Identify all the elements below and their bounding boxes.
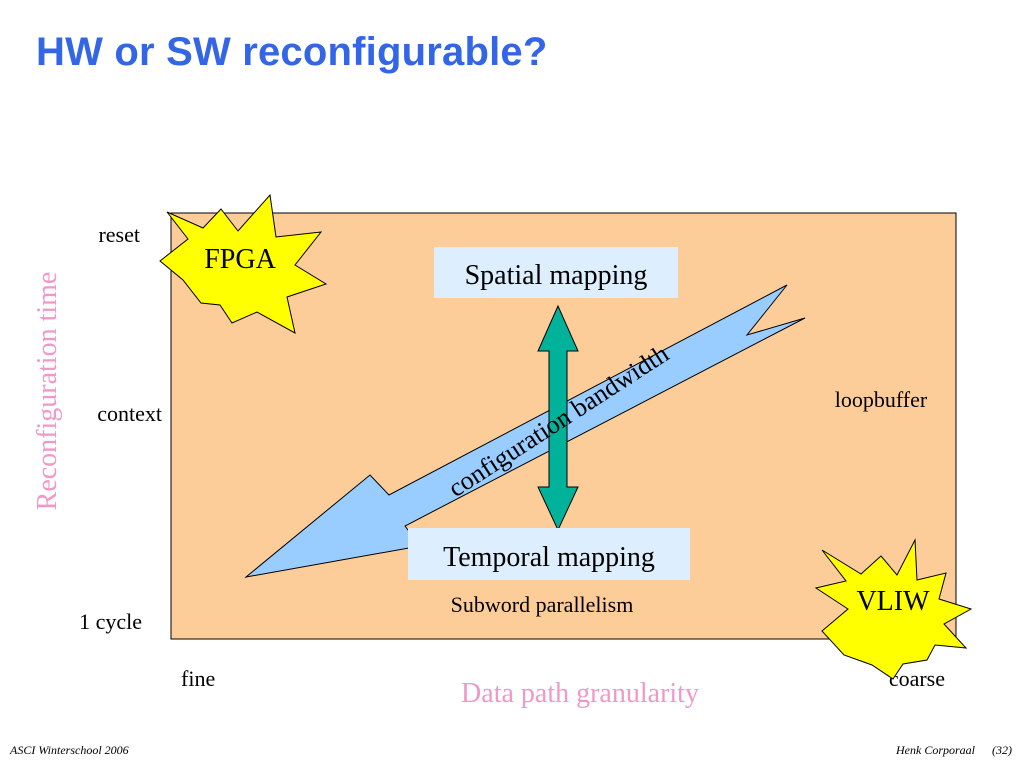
fpga-label: FPGA bbox=[204, 244, 276, 275]
y-tick-1-cycle: 1 cycle bbox=[79, 609, 142, 634]
loopbuffer-label: loopbuffer bbox=[835, 387, 928, 412]
temporal-mapping-box bbox=[408, 528, 690, 580]
subword-parallelism-label: Subword parallelism bbox=[451, 592, 634, 617]
spatial-mapping-box bbox=[434, 247, 678, 298]
temporal-mapping-label: Temporal mapping bbox=[443, 542, 655, 573]
footer-right: Henk Corporaal (32) bbox=[896, 743, 1012, 758]
x-tick-fine: fine bbox=[181, 666, 215, 691]
vliw-star-burst bbox=[814, 538, 973, 680]
x-axis-title: Data path granularity bbox=[461, 678, 699, 709]
fpga-star-burst bbox=[159, 193, 328, 334]
footer-event: ASCI Winterschool 2006 bbox=[10, 743, 129, 757]
vliw-label: VLIW bbox=[856, 586, 930, 617]
y-tick-context: context bbox=[97, 401, 162, 426]
y-tick-reset: reset bbox=[98, 222, 140, 247]
spatial-mapping-label: Spatial mapping bbox=[465, 260, 648, 291]
y-axis-title: Reconfiguration time bbox=[32, 272, 63, 511]
footer-author: Henk Corporaal bbox=[896, 743, 975, 757]
slide-title: HW or SW reconfigurable? bbox=[36, 30, 548, 74]
footer-page-number: (32) bbox=[992, 743, 1012, 757]
